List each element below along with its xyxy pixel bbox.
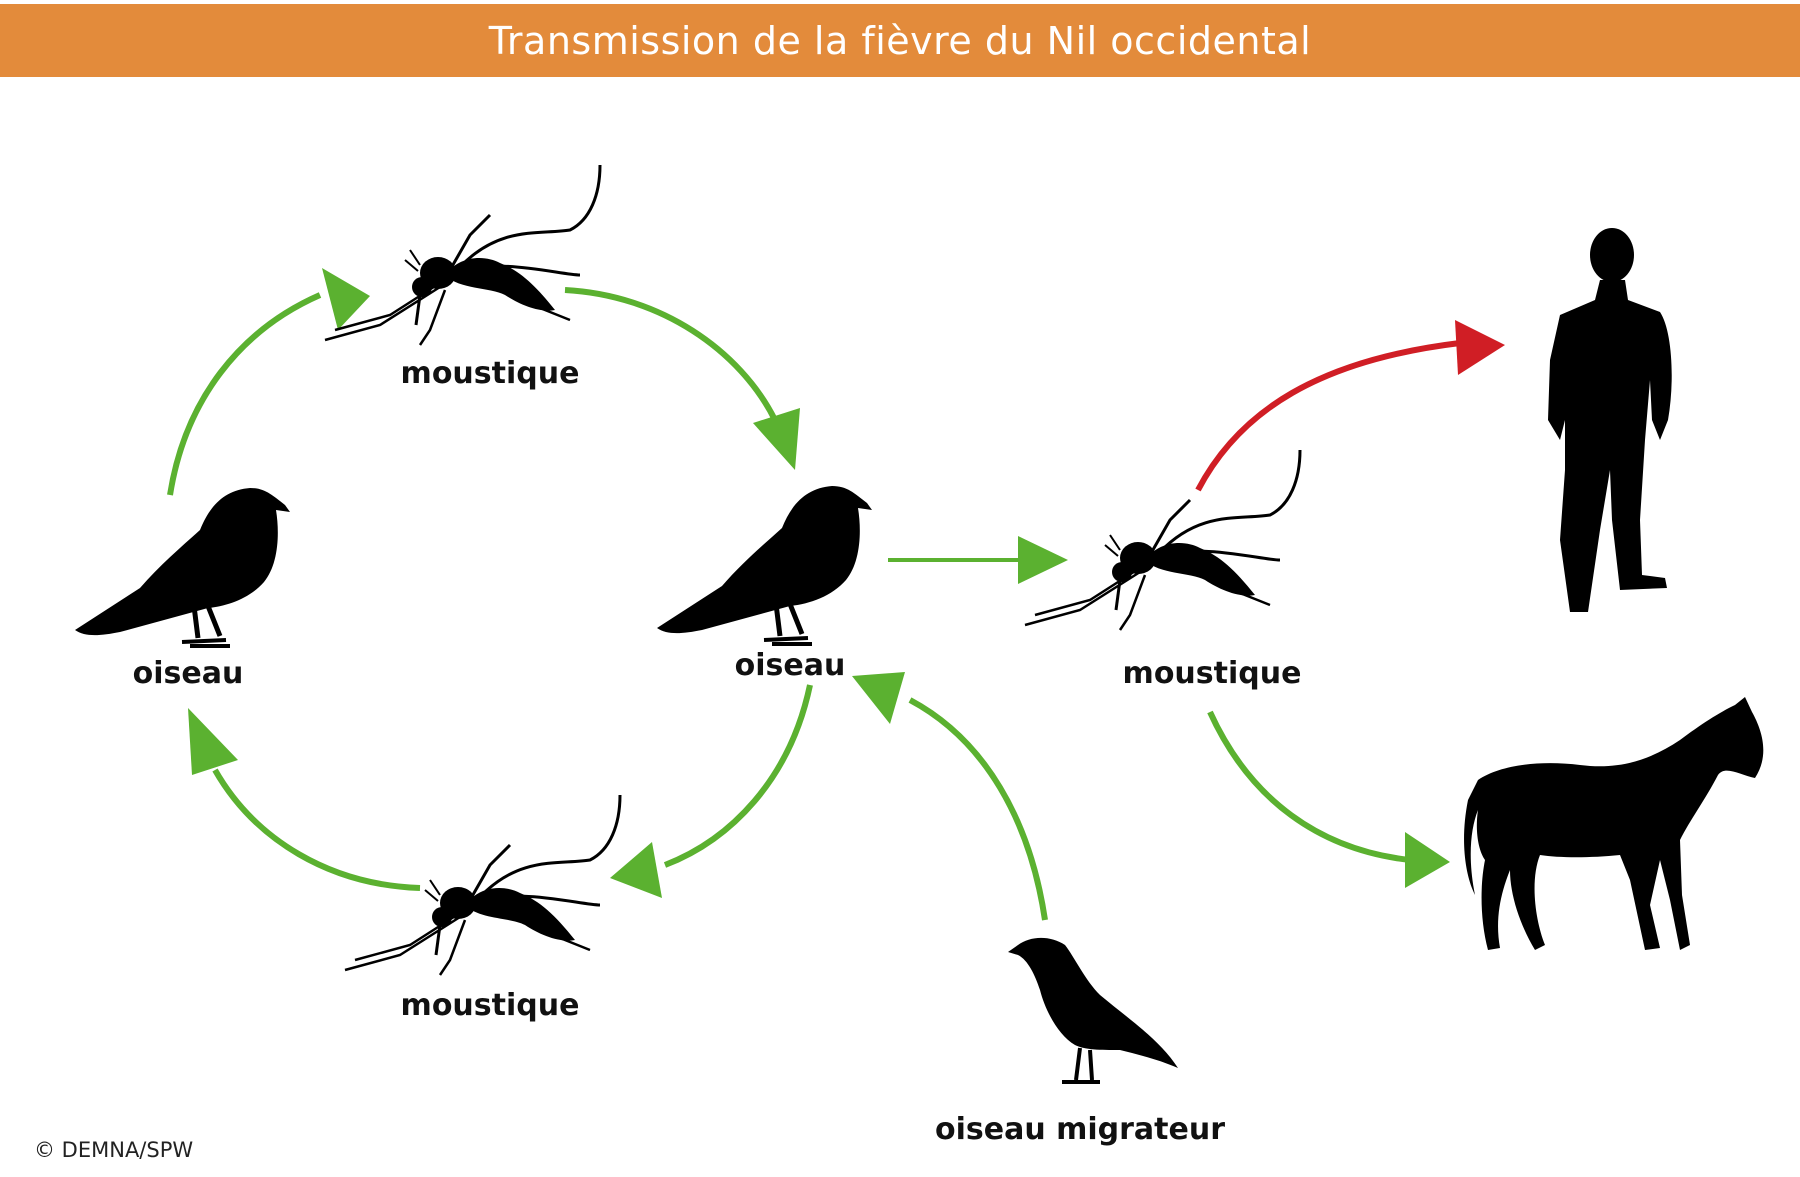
label-migratory-bird: oiseau migrateur (934, 1112, 1226, 1147)
arrow-mosquito-right-to-human (1195, 320, 1505, 492)
label-bird-center: oiseau (734, 648, 846, 683)
label-mosquito-bottom: moustique (400, 988, 580, 1023)
mosquito-icon (323, 163, 602, 347)
arrow-mosquito-bottom-to-bird-left (188, 708, 421, 891)
human-icon (1548, 228, 1672, 612)
label-mosquito-right: moustique (1122, 656, 1302, 691)
arrow-bird-left-to-mosquito-top (167, 268, 370, 496)
arrow-migratory-bird-to-bird-center (852, 672, 1048, 921)
diagram-title: Transmission de la fièvre du Nil occiden… (488, 18, 1312, 63)
horse-icon (1464, 697, 1764, 950)
arrow-mosquito-right-to-horse (1207, 710, 1450, 888)
label-mosquito-top: moustique (400, 356, 580, 391)
mosquito-icon (1023, 448, 1302, 632)
title-banner: Transmission de la fièvre du Nil occiden… (0, 4, 1800, 77)
migratory-bird-icon (1008, 937, 1178, 1084)
bird-icon (657, 486, 872, 644)
label-bird-left: oiseau (132, 656, 244, 691)
arrow-bird-center-to-mosquito-bottom (610, 684, 813, 898)
bird-icon (75, 488, 290, 646)
arrow-mosquito-top-to-bird-center (564, 287, 800, 470)
arrow-bird-center-to-mosquito-right (888, 536, 1068, 584)
copyright-credit: © DEMNA/SPW (34, 1138, 194, 1162)
